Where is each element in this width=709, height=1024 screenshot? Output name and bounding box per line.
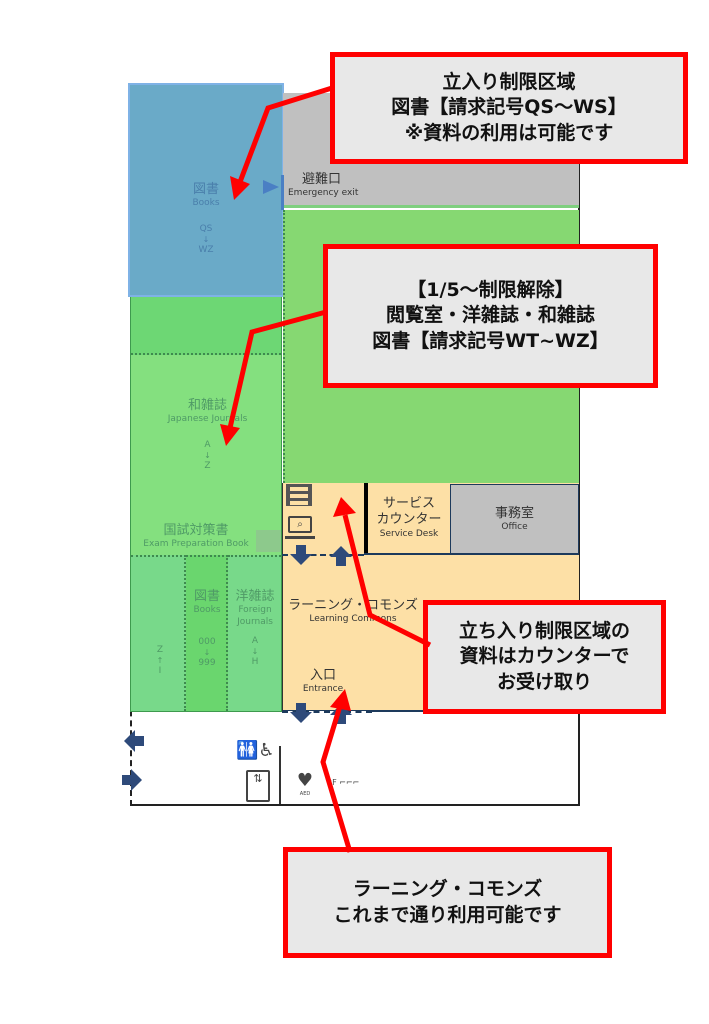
japanese-journals-ja: 和雑誌 — [187, 398, 227, 413]
japanese-journals-en: Japanese Journals — [167, 414, 248, 425]
callout-lifted: 【1/5〜制限解除】 閲覧室・洋雑誌・和雑誌 図書【請求記号WT~WZ】 — [323, 244, 658, 388]
callout-commons: ラーニング・コモンズ これまで通り利用可能です — [283, 847, 612, 958]
aed-icon: ♥AED — [293, 772, 317, 798]
restroom-icon: 🚻♿ — [236, 740, 275, 761]
service-desk-ja1: サービス — [382, 496, 435, 511]
down-arrow-icon — [290, 545, 312, 565]
entrance-en: Entrance — [302, 684, 344, 695]
fj-to: H — [251, 657, 259, 667]
computer-search-icon: ⌕ — [288, 516, 312, 533]
col-left-to: I — [158, 666, 162, 677]
zone-books-numeric — [186, 555, 228, 711]
callout-line: 閲覧室・洋雑誌・和雑誌 — [385, 304, 595, 327]
divider — [279, 746, 281, 804]
callout-counter: 立ち入り制限区域の 資料はカウンターで お受け取り — [423, 600, 666, 714]
up-arrow-icon: ↑ — [156, 656, 164, 666]
down-arrow-icon — [290, 703, 312, 723]
books-qs-ja: 図書 — [192, 182, 219, 197]
exam-shelf — [256, 530, 281, 552]
entrance-ja: 入口 — [309, 668, 336, 683]
callout-line: 【1/5〜制限解除】 — [407, 278, 574, 301]
exit-marker — [281, 175, 284, 210]
foreign-journals-label: 洋雑誌 Foreign Journals A ↓ H — [228, 589, 282, 668]
emergency-exit-en: Emergency exit — [288, 188, 359, 199]
down-arrow-icon: ↓ — [251, 647, 259, 656]
callout-line: 立ち入り制限区域の — [458, 619, 630, 642]
jj-from: A — [204, 439, 211, 450]
zone-foreign-journals — [228, 555, 281, 711]
books-num-from: 000 — [198, 636, 216, 647]
books-qs-en: Books — [192, 198, 220, 209]
books-qs-from: QS — [199, 223, 213, 234]
stairs-label: 2F — [327, 778, 337, 787]
jj-to: Z — [204, 460, 211, 471]
books-num-to: 999 — [198, 657, 216, 668]
col-left-from: Z — [156, 645, 164, 655]
foreign-journals-ja: 洋雑誌 — [235, 589, 275, 604]
stairs-icon: 2F ⌐⌐⌐ — [327, 778, 360, 787]
entrance-label: 入口 Entrance — [298, 668, 348, 696]
callout-line: 図書【請求記号WT~WZ】 — [372, 329, 609, 352]
col-left-label: Z ↑ I — [140, 645, 180, 678]
japanese-journals-label: 和雑誌 Japanese Journals A ↓ Z — [150, 398, 265, 472]
exit-arrow-icon — [263, 180, 279, 194]
books-qs-to: WZ — [198, 244, 214, 255]
callout-line: 立入り制限区域 — [442, 70, 576, 93]
callout-line: 資料はカウンターで — [459, 645, 630, 668]
exam-prep-en: Exam Preparation Book — [143, 539, 249, 550]
office-ja: 事務室 — [494, 506, 534, 521]
dashed-door-line — [282, 554, 364, 556]
aed-label: AED — [299, 791, 311, 797]
zone-office — [450, 484, 579, 554]
foreign-journals-en1: Foreign — [238, 605, 272, 616]
right-arrow-icon — [122, 769, 142, 791]
callout-line: お受け取り — [496, 670, 592, 693]
office-label: 事務室 Office — [450, 506, 579, 534]
up-arrow-icon — [330, 704, 352, 724]
books-qs-label: 図書 Books QS ↓ WZ — [170, 182, 242, 256]
books-num-ja: 図書 — [193, 589, 220, 604]
callout-line: これまで通り利用可能です — [333, 903, 562, 926]
down-arrow-icon: ↓ — [204, 450, 211, 460]
wall-line — [364, 553, 579, 555]
bookshelf-icon — [286, 484, 312, 506]
callout-restricted: 立入り制限区域 図書【請求記号QS〜WS】 ※資料の利用は可能です — [330, 52, 688, 164]
fj-from: A — [251, 635, 259, 646]
callout-line: 図書【請求記号QS〜WS】 — [391, 96, 627, 119]
foreign-journals-en2: Journals — [237, 616, 273, 627]
callout-line: ラーニング・コモンズ — [352, 877, 543, 900]
down-arrow-icon: ↓ — [202, 234, 210, 244]
left-arrow-icon — [124, 730, 144, 752]
zone-bottom-left — [131, 555, 186, 711]
exam-prep-label: 国試対策書 Exam Preparation Book — [134, 523, 258, 551]
down-arrow-icon: ↓ — [203, 647, 211, 657]
books-numeric-label: 図書 Books 000 ↓ 999 — [186, 589, 228, 669]
exam-prep-ja: 国試対策書 — [163, 523, 229, 538]
callout-line: ※資料の利用は可能です — [404, 121, 614, 144]
computer-base — [285, 536, 315, 539]
books-num-en: Books — [193, 605, 221, 616]
up-arrow-icon — [330, 546, 352, 566]
elevator-icon: ⇅ — [246, 770, 270, 802]
office-en: Office — [501, 522, 528, 533]
